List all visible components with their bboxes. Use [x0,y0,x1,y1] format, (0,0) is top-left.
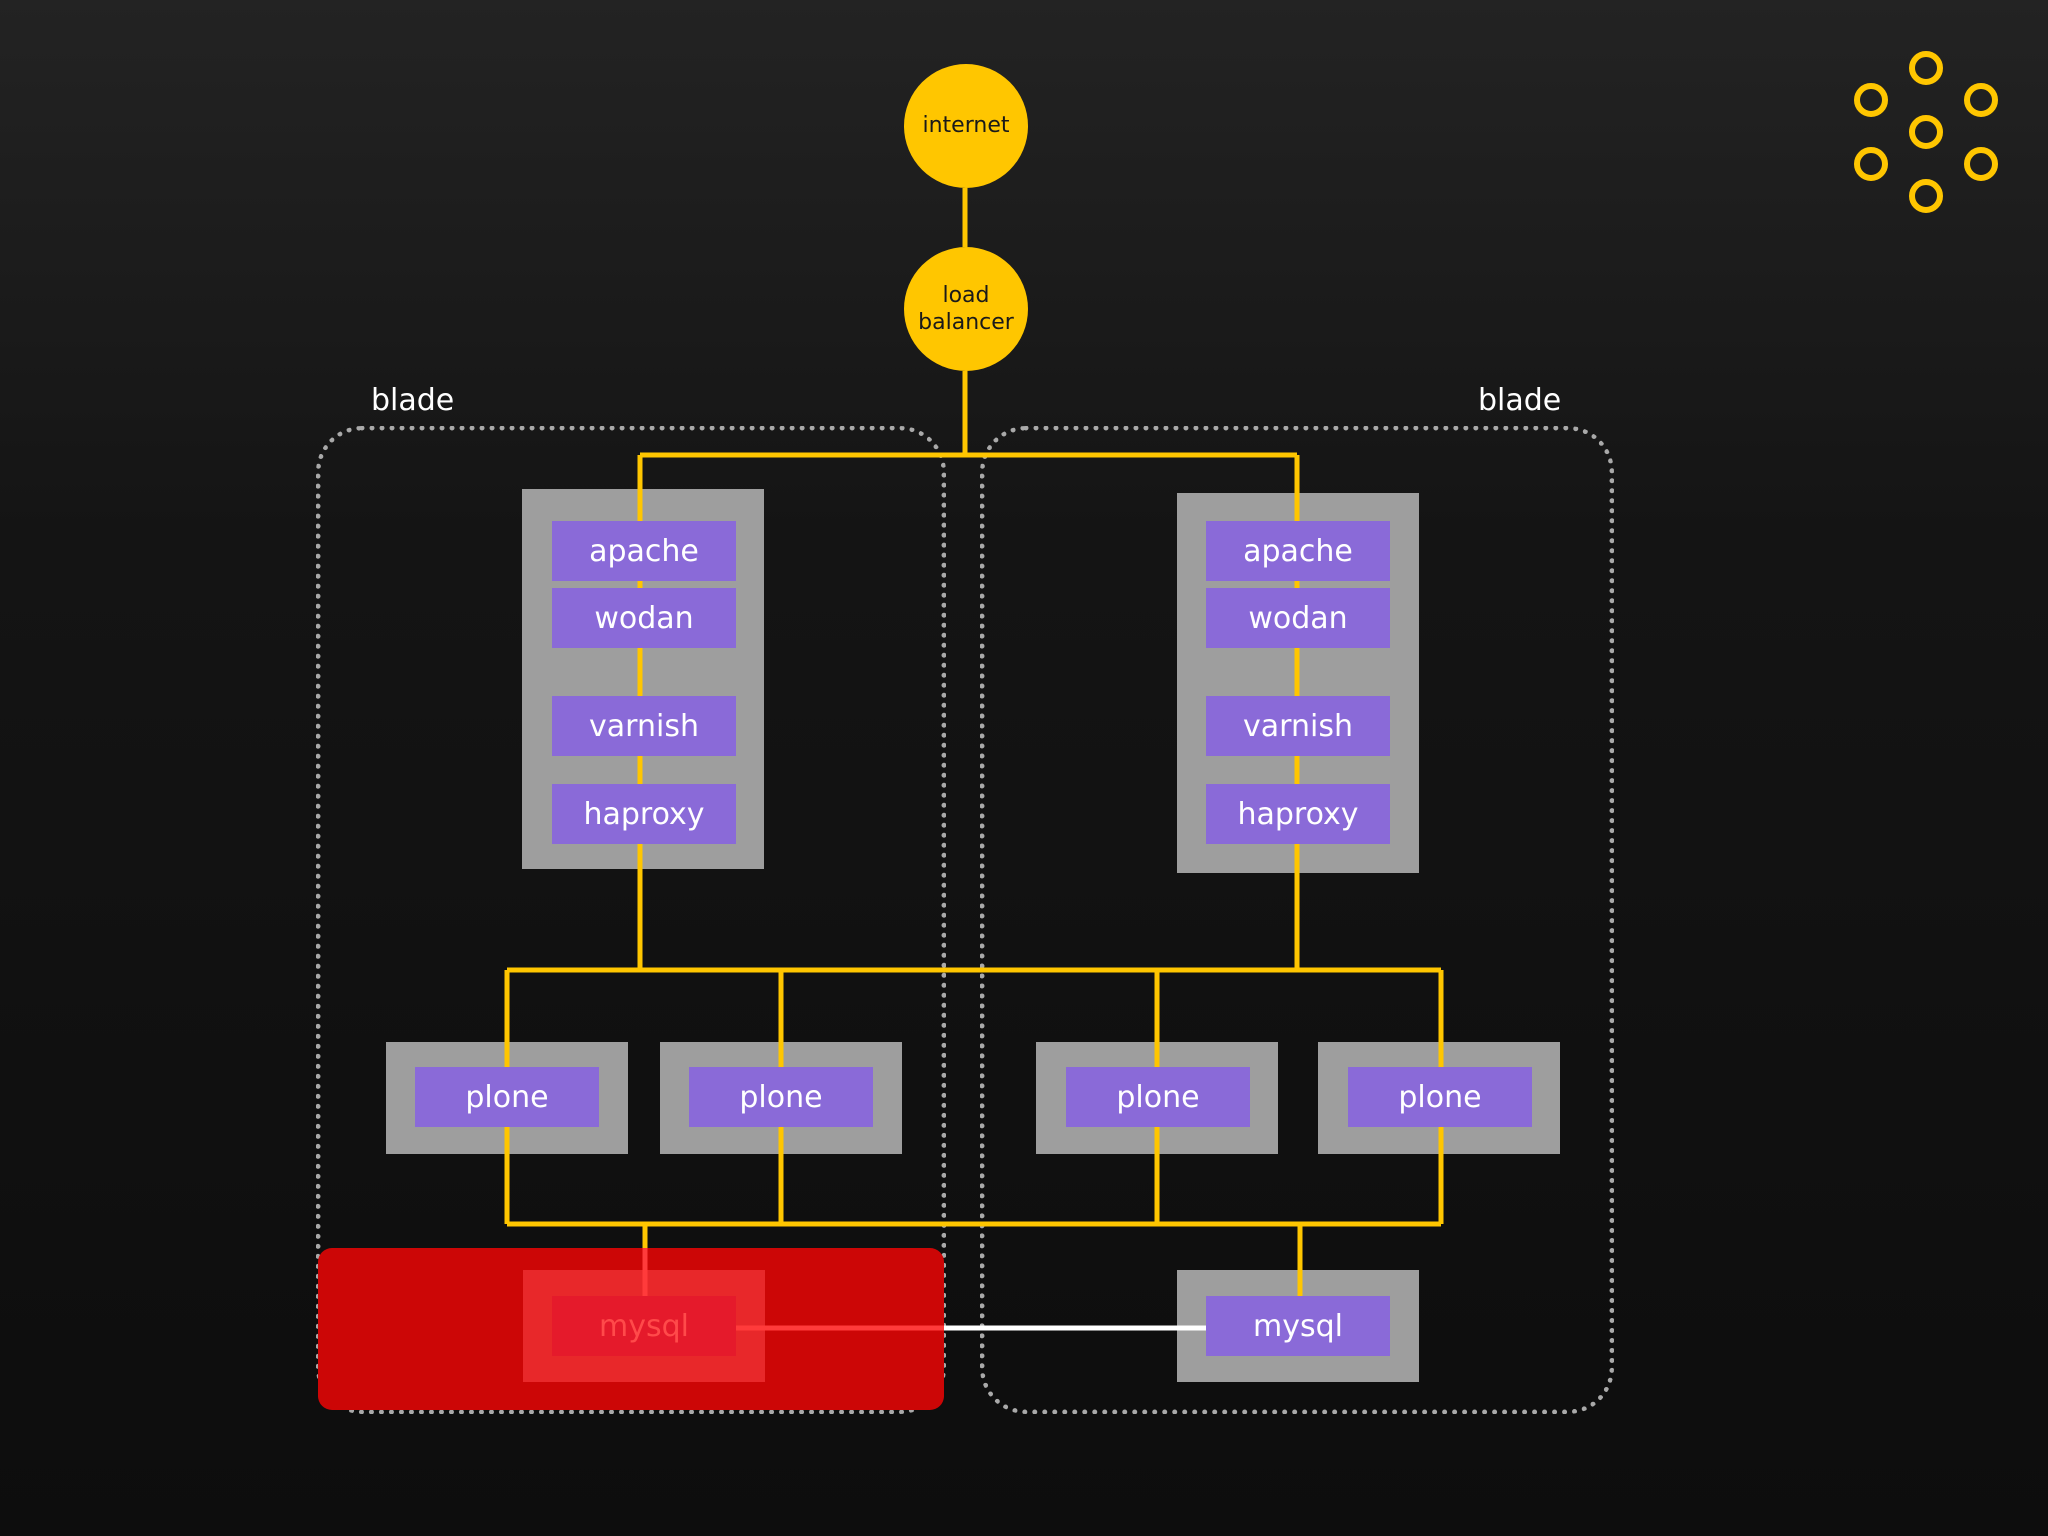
service-wodan-left: wodan [552,588,736,648]
service-varnish-left: varnish [552,696,736,756]
blade-label-right: blade [1478,383,1562,418]
service-plone-right-2: plone [1348,1067,1532,1127]
service-mysql-left-failed: mysql [552,1296,736,1356]
service-plone-right-1: plone [1066,1067,1250,1127]
load-balancer-label-line1: load [942,282,990,308]
service-mysql-right: mysql [1206,1296,1390,1356]
service-varnish-right: varnish [1206,696,1390,756]
service-apache-right: apache [1206,521,1390,581]
service-wodan-right: wodan [1206,588,1390,648]
internet-label: internet [922,113,1010,139]
service-plone-left-2: plone [689,1067,873,1127]
logo-ring-6 [1964,147,1998,181]
service-haproxy-right: haproxy [1206,784,1390,844]
service-plone-left-1: plone [415,1067,599,1127]
logo-ring-4 [1909,115,1943,149]
load-balancer-node: load balancer [904,247,1028,371]
logo-ring-1 [1909,51,1943,85]
logo-ring-3 [1964,83,1998,117]
logo-ring-5 [1854,147,1888,181]
load-balancer-label-line2: balancer [918,310,1014,335]
blade-frame-right [980,426,1614,1414]
service-apache-left: apache [552,521,736,581]
service-haproxy-left: haproxy [552,784,736,844]
blade-frame-left [316,426,946,1414]
logo-ring-2 [1854,83,1888,117]
internet-node: internet [904,64,1028,188]
logo-ring-7 [1909,179,1943,213]
blade-label-left: blade [371,383,455,418]
